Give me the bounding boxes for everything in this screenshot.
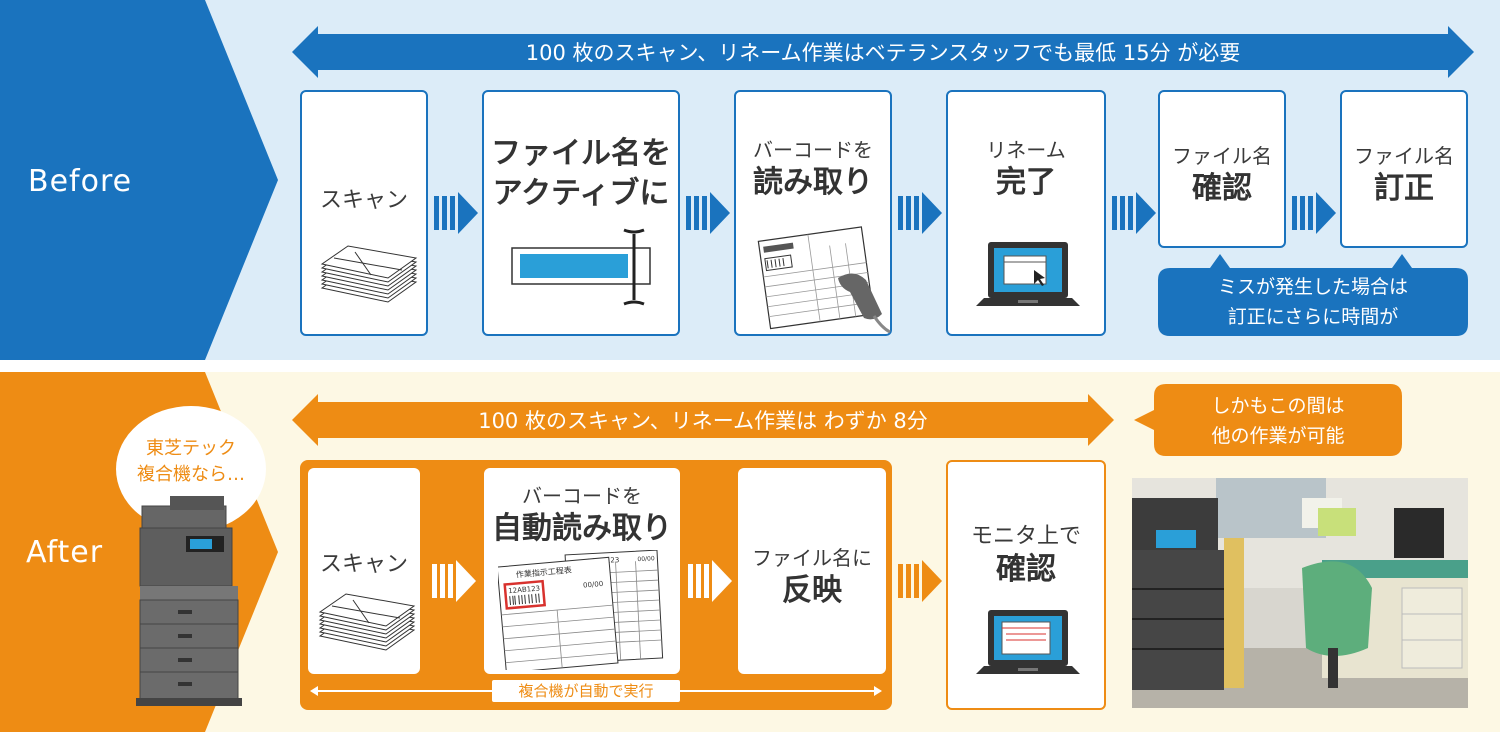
- after-callout: しかもこの間は 他の作業が可能: [1154, 391, 1402, 451]
- step-label: 完了: [996, 165, 1056, 200]
- step-label: ファイル名: [1354, 144, 1454, 168]
- before-step-scan: スキャン: [300, 90, 428, 336]
- paper-stack-icon: [318, 593, 416, 651]
- doc-title: 作業指示工程表: [515, 565, 572, 580]
- before-step-correct: ファイル名 訂正: [1340, 90, 1468, 248]
- callout-line: しかもこの間は: [1211, 395, 1345, 417]
- callout-line: ミスが発生した場合は: [1217, 276, 1408, 298]
- step-label: バーコードを: [522, 484, 642, 508]
- bubble-line: 複合機なら…: [137, 464, 245, 485]
- step-label: スキャン: [319, 188, 408, 213]
- paper-stack-icon: [320, 245, 418, 303]
- auto-label: 複合機が自動で実行: [492, 680, 680, 702]
- flow-arrow-icon: [898, 560, 942, 602]
- multifunction-printer-icon: [136, 496, 242, 706]
- flow-arrow-icon: [898, 192, 942, 234]
- step-label: リネーム: [986, 138, 1066, 162]
- text-cursor-field-icon: [511, 228, 651, 306]
- after-step-scan: スキャン: [308, 468, 420, 674]
- before-step-confirm: ファイル名 確認: [1158, 90, 1286, 248]
- laptop-icon: [976, 242, 1080, 306]
- flow-arrow-icon: [432, 560, 476, 602]
- step-label: 確認: [1192, 171, 1252, 206]
- step-label: アクティブに: [492, 176, 670, 211]
- step-label: モニタ上で: [970, 524, 1081, 549]
- step-label: 訂正: [1374, 171, 1434, 206]
- doc-date: 00/00: [583, 580, 604, 590]
- before-step-read-barcode: バーコードを 読み取り: [734, 90, 892, 336]
- bubble-line: 東芝テック: [146, 438, 236, 459]
- step-label: 確認: [996, 552, 1056, 587]
- after-step-reflect: ファイル名に 反映: [738, 468, 886, 674]
- callout-line: 他の作業が可能: [1211, 425, 1345, 447]
- step-label: ファイル名を: [491, 136, 671, 171]
- after-bubble-text: 東芝テック 複合機なら…: [116, 436, 266, 488]
- step-label: 自動読み取り: [492, 511, 672, 546]
- doc-code: 12AB123: [508, 584, 540, 595]
- step-label: ファイル名: [1172, 144, 1272, 168]
- flow-arrow-icon: [688, 560, 732, 602]
- before-step-rename-done: リネーム 完了: [946, 90, 1106, 336]
- step-label: ファイル名に: [752, 546, 872, 570]
- before-label: Before: [28, 164, 133, 199]
- flow-arrow-icon: [434, 192, 478, 234]
- doc-date2: 00/00: [637, 555, 655, 563]
- step-label: 反映: [782, 573, 842, 608]
- before-step-activate: ファイル名を アクティブに: [482, 90, 680, 336]
- after-step-confirm: モニタ上で 確認: [946, 460, 1106, 710]
- laptop-icon: [976, 610, 1080, 674]
- after-step-auto-read: バーコードを 自動読み取り 13AB123 00/00 作業指示工程表 12AB…: [484, 468, 680, 674]
- before-callout: ミスが発生した場合は 訂正にさらに時間が: [1158, 272, 1468, 332]
- step-label: 読み取り: [753, 165, 873, 200]
- step-label: スキャン: [319, 552, 408, 577]
- step-label: バーコードを: [753, 138, 873, 162]
- office-photo: [1132, 478, 1468, 708]
- flow-arrow-icon: [1112, 192, 1156, 234]
- barcode-scanner-icon: [757, 226, 891, 334]
- before-chevron: [0, 0, 278, 360]
- callout-line: 訂正にさらに時間が: [1227, 306, 1399, 328]
- before-callout-shape: [1158, 254, 1468, 336]
- after-callout-shape: [1134, 384, 1402, 456]
- after-duration-text: 100 枚のスキャン、リネーム作業は わずか 8分: [478, 409, 928, 433]
- flow-arrow-icon: [1292, 192, 1336, 234]
- flow-arrow-icon: [686, 192, 730, 234]
- before-duration-text: 100 枚のスキャン、リネーム作業はベテランスタッフでも最低 15分 が必要: [525, 41, 1241, 65]
- before-duration-arrow: [292, 26, 1474, 78]
- after-duration-arrow: [292, 394, 1114, 446]
- after-label: After: [26, 535, 104, 570]
- barcode-document-icon: 13AB123 00/00 作業指示工程表 12AB123 00/00: [498, 550, 664, 670]
